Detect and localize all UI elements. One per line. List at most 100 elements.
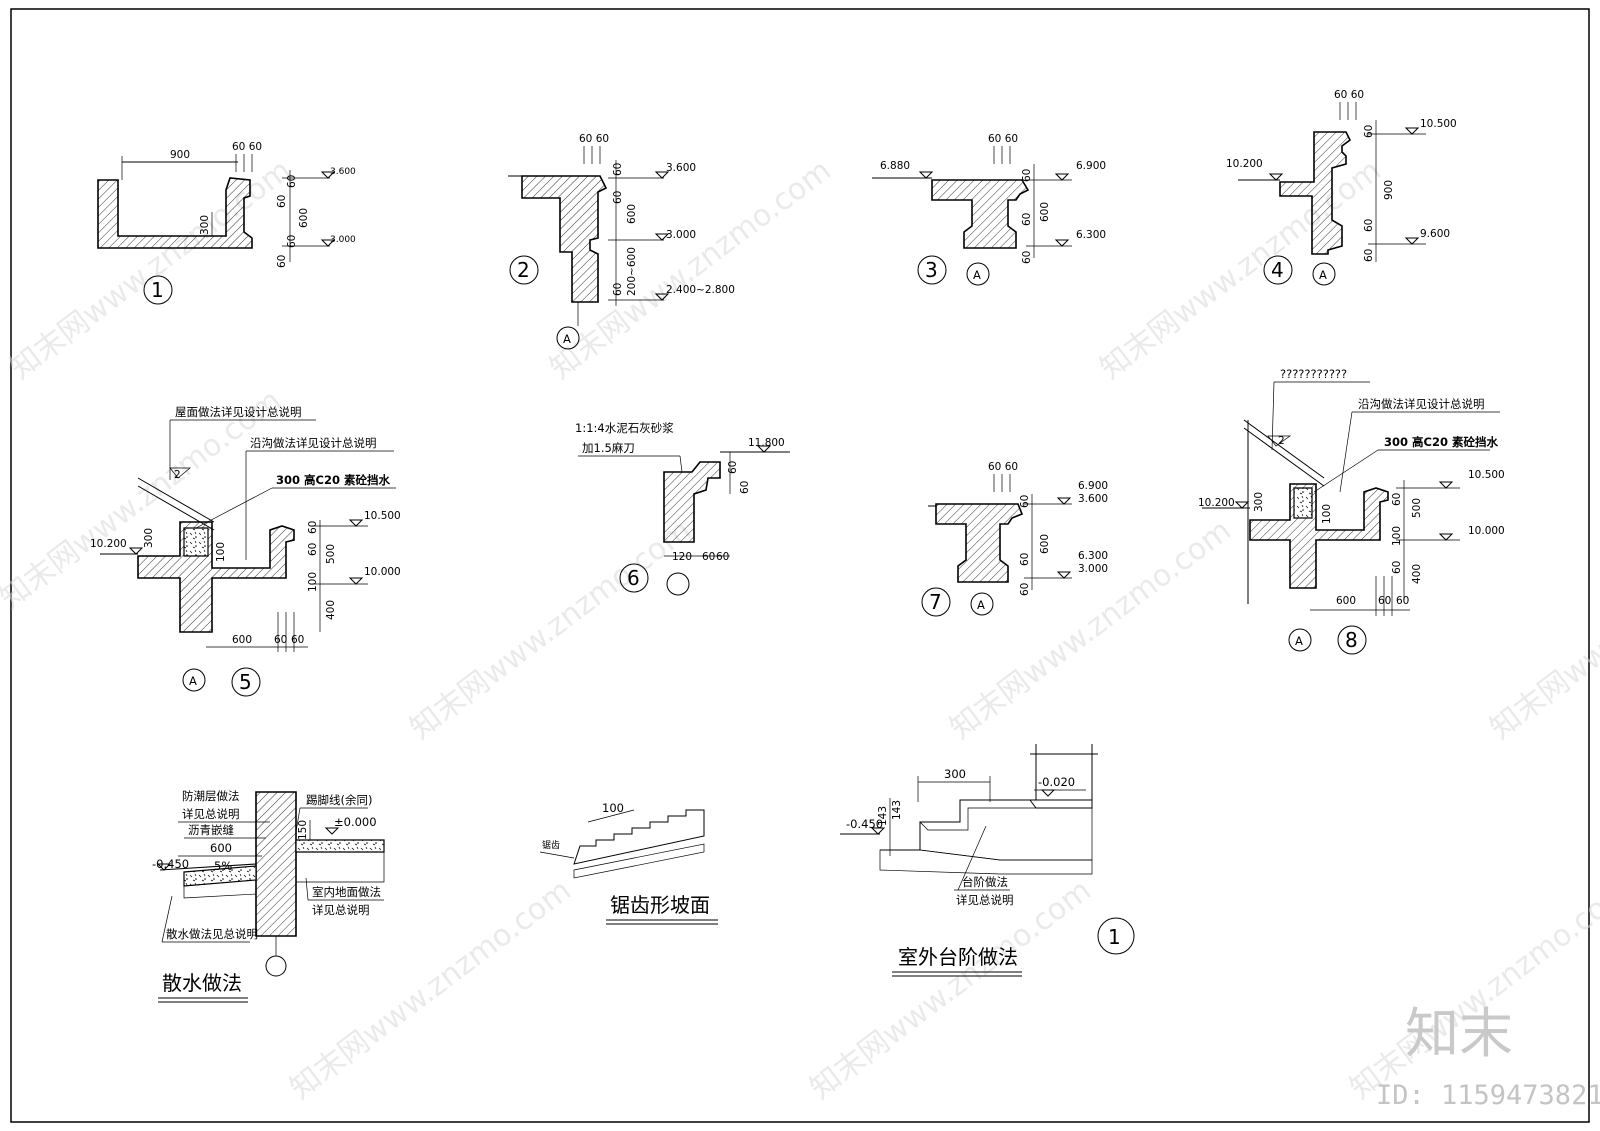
d8-dim-300: 300	[1253, 492, 1265, 512]
d5-note-gutter: 沿沟做法详见设计总说明	[250, 436, 377, 450]
d8-dim-100v: 100	[1391, 526, 1403, 546]
d2-dim-600: 600	[626, 204, 638, 224]
d3-number: 3	[925, 258, 938, 282]
d5-number: 5	[239, 670, 252, 694]
d8-dim-60a: 60	[1391, 493, 1403, 506]
apron-dim-150: 150	[297, 820, 309, 840]
d5-slope: 2	[174, 469, 181, 481]
d7-dim-600: 600	[1039, 534, 1051, 554]
detail-7: 60 60 60 60 600 60 6.900 3.600 6.300 3.0…	[921, 461, 1108, 617]
d8-dim-60h1: 60	[1378, 595, 1391, 607]
d5-dim-400: 400	[325, 600, 337, 620]
d4-dim-60a: 60	[1363, 125, 1375, 138]
steps-elev-0020: -0.020	[1038, 775, 1075, 789]
watermark-1: 知末网www.znzmo.com	[4, 153, 298, 387]
d5-dim-60b: 60	[307, 543, 319, 556]
d8-number: 8	[1345, 628, 1358, 652]
d2-elev-3600: 3.600	[666, 162, 696, 174]
apron-title: 散水做法	[162, 971, 242, 995]
d2-elev-3000: 3.000	[666, 229, 696, 241]
d8-dim-60b: 60	[1391, 561, 1403, 574]
steps-detail: 300 -0.020 -0.450 143 143 台阶做法 详见总说明 室外台…	[840, 744, 1135, 977]
steps-dim-143b: 143	[891, 800, 903, 820]
brand-logo: 知末	[1405, 1002, 1513, 1065]
d4-elev-10200: 10.200	[1226, 158, 1263, 170]
apron-note-skirting: 踢脚线(余同)	[306, 793, 372, 807]
d6-dim-120: 120	[672, 551, 692, 563]
d2-elev-2400: 2.400~2.800	[666, 284, 735, 296]
d5-note-roof: 屋面做法详见设计总说明	[175, 405, 302, 419]
watermark-layer: 知末网www.znzmo.com 知末网www.znzmo.com 知末网www…	[0, 153, 1600, 1111]
steps-number: 1	[1108, 925, 1121, 949]
d8-elev-10000: 10.000	[1468, 525, 1505, 537]
d6-elev-11800: 11.800	[748, 437, 785, 449]
d5-note-c20: 300 高C20 素砼挡水	[276, 473, 390, 487]
d3-dim-6060: 60 60	[988, 133, 1018, 145]
d5-dim-300: 300	[143, 528, 155, 548]
watermark-3: 知末网www.znzmo.com	[1094, 153, 1388, 387]
d8-elev-10200: 10.200	[1198, 497, 1235, 509]
d1-dim-300: 300	[199, 215, 211, 235]
d5-dim-100v: 100	[307, 572, 319, 592]
sawtooth-detail: 100 锯齿 锯齿形坡面	[539, 801, 718, 925]
d4-axis: A	[1319, 268, 1327, 282]
saw-title: 锯齿形坡面	[610, 893, 710, 917]
detail-8: ??????????? 沿沟做法详见设计总说明 300 高C20 素砼挡水 2 …	[1198, 367, 1505, 655]
apron-dim-600: 600	[210, 841, 232, 855]
apron-note-floor1: 室内地面做法	[312, 885, 381, 899]
d5-dim-500: 500	[325, 544, 337, 564]
d1-dim-600: 600	[298, 208, 310, 228]
d5-dim-60h1: 60	[274, 634, 287, 646]
steps-note1: 台阶做法	[962, 875, 1008, 889]
d2-number: 2	[517, 258, 530, 282]
d5-elev-10500: 10.500	[364, 510, 401, 522]
d1-dim-60b: 60	[276, 195, 288, 208]
d5-dim-60h2: 60	[291, 634, 304, 646]
detail-3: 6.880 60 60 60 60 600 60 6.900 6.300 3 A	[872, 133, 1106, 286]
d2-dim-60c: 60	[612, 283, 624, 296]
d6-dim-60a: 60	[727, 461, 739, 474]
d2-dim-60a: 60	[612, 163, 624, 176]
apron-detail: 防潮层做法 详见总说明 沥青嵌缝 600 -0.450 5% 踢脚线(余同) ±…	[152, 789, 385, 1003]
d1-dim-60d: 60	[276, 255, 288, 268]
steps-dim-300: 300	[944, 767, 966, 781]
apron-note-damp1: 防潮层做法	[182, 789, 240, 803]
d3-elev-6300: 6.300	[1076, 229, 1106, 241]
d2-dim-200: 200~600	[626, 247, 638, 296]
d2-dim-6060: 60 60	[579, 133, 609, 145]
d4-dim-60c: 60	[1363, 249, 1375, 262]
d6-note-knife: 加1.5麻刀	[582, 441, 635, 455]
d1-dim-900: 900	[170, 149, 190, 161]
d6-dim-60b: 60	[739, 481, 751, 494]
saw-label: 锯齿	[542, 839, 560, 851]
d1-number: 1	[151, 278, 164, 302]
d8-dim-500: 500	[1411, 498, 1423, 518]
drawing-frame	[10, 8, 1590, 1123]
d7-elev-6300: 6.300	[1078, 550, 1108, 562]
d3-dim-60a: 60	[1021, 169, 1033, 182]
d7-elev-3600: 3.600	[1078, 493, 1108, 505]
d3-dim-60b: 60	[1021, 213, 1033, 226]
d8-note-q: ???????????	[1280, 367, 1347, 381]
d7-elev-6900: 6.900	[1078, 480, 1108, 492]
d8-note-c20: 300 高C20 素砼挡水	[1384, 435, 1498, 449]
image-id-label: ID: 1159473821	[1376, 1080, 1600, 1111]
detail-5: 屋面做法详见设计总说明 沿沟做法详见设计总说明 300 高C20 素砼挡水 2 …	[90, 405, 401, 697]
d1-dim-60a: 60	[286, 175, 298, 188]
d4-dim-6060: 60 60	[1334, 89, 1364, 101]
d3-axis: A	[973, 268, 981, 282]
d3-dim-60c: 60	[1021, 251, 1033, 264]
watermark-5: 知末网www.znzmo.com	[404, 513, 698, 747]
d3-dim-600: 600	[1039, 202, 1051, 222]
d8-note-gutter: 沿沟做法详见设计总说明	[1358, 397, 1485, 411]
d1-dim-6060: 60 60	[232, 141, 262, 153]
d8-dim-600h: 600	[1336, 595, 1356, 607]
apron-note-apron: 散水做法见总说明	[166, 927, 258, 941]
d5-elev-10000: 10.000	[364, 566, 401, 578]
d6-note-mortar: 1:1:4水泥石灰砂浆	[575, 421, 674, 435]
watermark-7: 知末网www.znzmo.com	[1484, 513, 1600, 747]
d7-axis: A	[977, 598, 985, 612]
d8-dim-60h2: 60	[1396, 595, 1409, 607]
d6-dim-60d: 60	[716, 551, 729, 563]
d8-slope: 2	[1278, 435, 1285, 447]
